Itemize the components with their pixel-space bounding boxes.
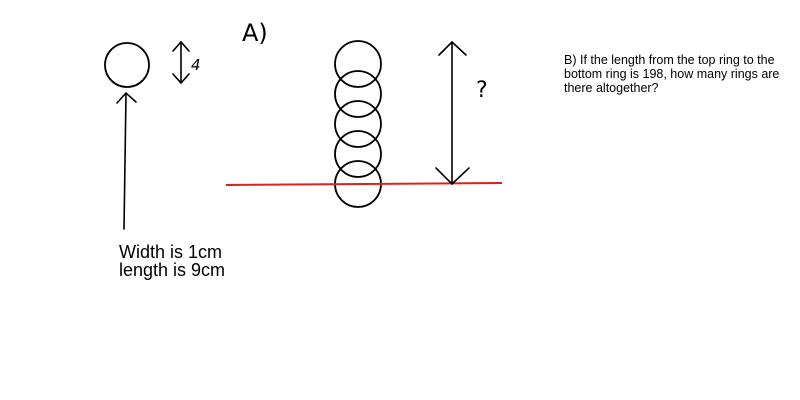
chain-ring	[334, 100, 382, 148]
total-length-arrow	[435, 40, 470, 186]
ring-length-text: length is 9cm	[119, 260, 226, 280]
unknown-length-label: ?	[476, 78, 488, 103]
single-ring	[104, 42, 150, 88]
single-ring-height-label: 4	[191, 56, 201, 74]
pointer-arrow	[116, 91, 137, 230]
ring-dimensions-caption: Width is 1cm length is 9cm	[119, 243, 225, 279]
single-ring-height-arrow	[172, 40, 190, 85]
chain-ring	[334, 40, 382, 88]
part-a-label: A)	[242, 19, 268, 47]
chain-ring	[334, 130, 382, 178]
baseline	[225, 182, 503, 186]
ring-width-text: Width is 1cm	[119, 242, 223, 262]
ring-chain	[334, 40, 382, 208]
chain-ring	[334, 70, 382, 118]
part-b-question: B) If the length from the top ring to th…	[564, 53, 780, 95]
